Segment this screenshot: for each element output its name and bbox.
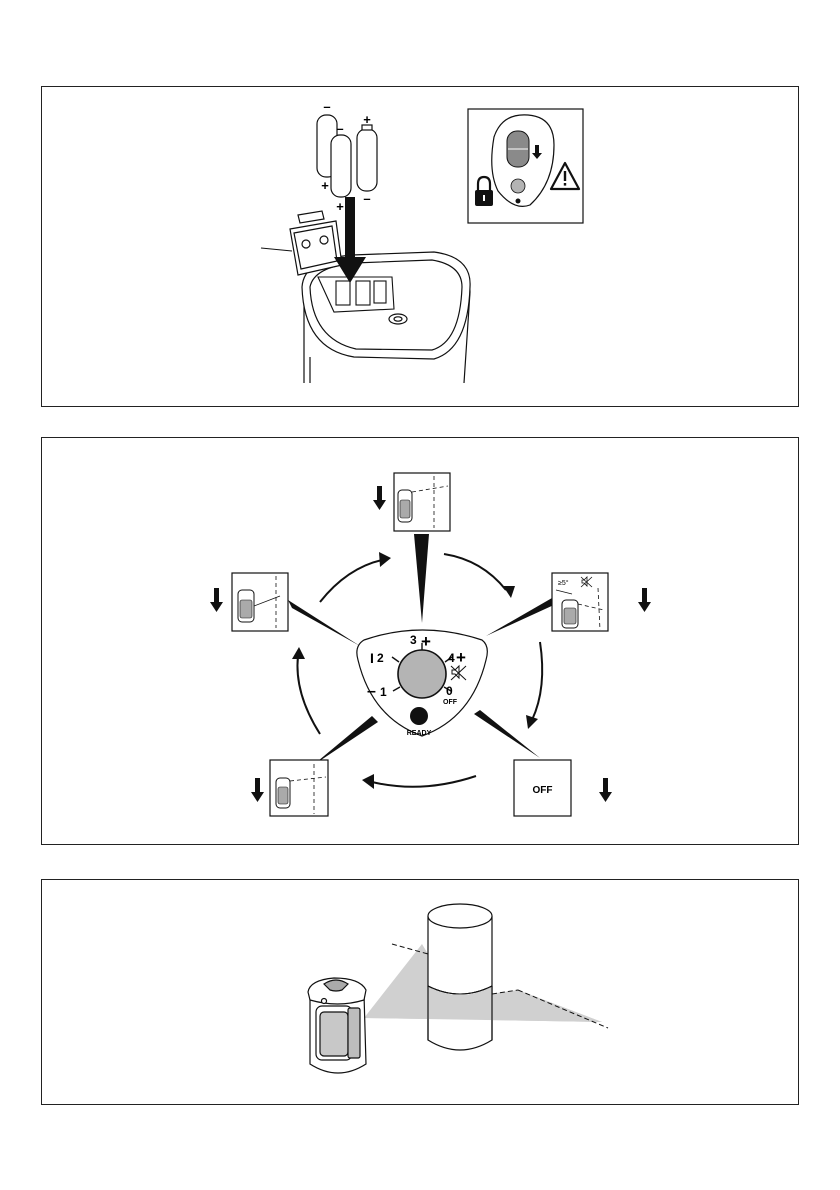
arrow-icon-right-to-off (532, 642, 542, 720)
mode-dial-diagram: 3 + I 2 4 + – 1 0 OFF READY (42, 438, 798, 844)
dial-label-1-minus: – (367, 683, 376, 700)
press-down-arrow-icon-bottom-left (251, 778, 264, 802)
dial-label-2: 2 (377, 651, 384, 665)
dial-label-4-plus: + (456, 648, 466, 667)
dial-label-4: 4 (448, 651, 455, 665)
arrow-icon-top-to-right (444, 554, 506, 590)
ready-led-icon (410, 707, 428, 725)
mode-box-right: ≥5° (552, 573, 651, 631)
battery-lid (290, 211, 342, 275)
mode-box-top (373, 473, 450, 531)
battery3-minus-sign: – (363, 191, 370, 206)
dial-label-2-bar: I (370, 650, 374, 666)
mode-box-left (210, 573, 288, 631)
battery3-plus-sign: + (363, 112, 371, 127)
dial-label-3: 3 (410, 633, 417, 647)
dial-label-1: 1 (380, 685, 387, 699)
press-down-arrow-icon-right (638, 588, 651, 612)
inset-dial-icon (511, 179, 525, 193)
dial-knob (398, 650, 446, 698)
arrow-icon-left-to-top (320, 560, 382, 602)
arrow-icon-off-to-left (372, 776, 476, 787)
battery-insertion-panel: – – + + + – (41, 86, 799, 407)
dial-label-0: 0 (446, 684, 453, 698)
mode-box-off: OFF (514, 760, 612, 816)
battery2-plus-sign: + (336, 199, 344, 214)
battery1-plus-sign: + (321, 178, 329, 193)
press-down-arrow-icon-off (599, 778, 612, 802)
laser-projection-illustration (42, 880, 798, 1104)
lid-leader-line (261, 248, 292, 251)
battery-insertion-illustration: – – + + + – (42, 87, 798, 406)
laser-projection-panel (41, 879, 799, 1105)
dial-label-off: OFF (443, 699, 458, 706)
mode-box-bottom-left (251, 760, 328, 816)
dial-label-3-plus: + (421, 632, 431, 651)
press-down-arrow-icon-top (373, 486, 386, 510)
laser-level-device (308, 978, 366, 1073)
tilt-angle-label: ≥5° (558, 579, 569, 587)
press-down-arrow-icon-left (210, 588, 223, 612)
arrow-icon-bottom-to-left (297, 656, 320, 734)
off-box-label: OFF (533, 785, 553, 796)
battery2-minus-sign: – (336, 121, 343, 136)
device-housing (302, 252, 470, 383)
transport-lock-inset (468, 109, 583, 223)
mode-selection-panel: 3 + I 2 4 + – 1 0 OFF READY (41, 437, 799, 845)
dial-label-ready: READY (407, 730, 432, 737)
battery1-minus-sign: – (323, 99, 330, 114)
